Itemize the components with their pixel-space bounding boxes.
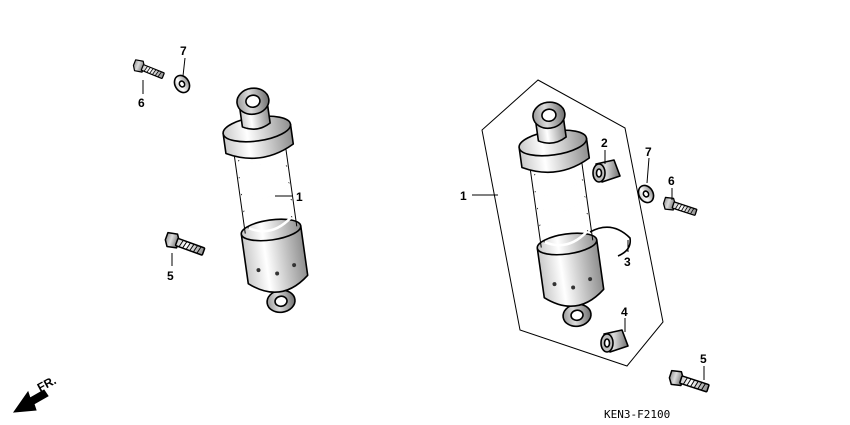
right-upper-bolt: [661, 195, 699, 220]
left-upper-bolt: [131, 57, 167, 82]
callout-left-bolt-upper: 6: [138, 96, 145, 110]
callout-left-washer: 7: [180, 44, 187, 58]
right-lower-collar: [600, 329, 629, 353]
left-lower-bolt: [162, 230, 207, 260]
callout-right-bolt-lower: 5: [700, 352, 707, 366]
left-washer: [170, 71, 194, 97]
front-direction-arrow-icon: [12, 389, 49, 413]
leader-line-left-washer: [182, 57, 186, 77]
callout-right-washer: 7: [645, 145, 652, 159]
callout-left-bolt-lower: 5: [167, 269, 174, 283]
leader-line-right-washer: [646, 157, 650, 184]
callout-right-collar-lower: 4: [621, 305, 628, 319]
assembly-outline: [481, 79, 664, 367]
direction-label: FR.: [35, 373, 59, 394]
callout-right-shock: 1: [460, 189, 467, 203]
callout-right-collar-upper: 2: [601, 136, 608, 150]
callout-left-shock: 1: [296, 190, 303, 204]
right-upper-collar: [592, 159, 621, 183]
right-shock-absorber: [512, 96, 614, 333]
diagram-code: KEN3-F2100: [604, 408, 670, 421]
callout-right-clip: 3: [624, 255, 631, 269]
right-washer: [634, 181, 658, 207]
right-clip: [589, 226, 632, 257]
callout-right-bolt-upper: 6: [668, 174, 675, 188]
